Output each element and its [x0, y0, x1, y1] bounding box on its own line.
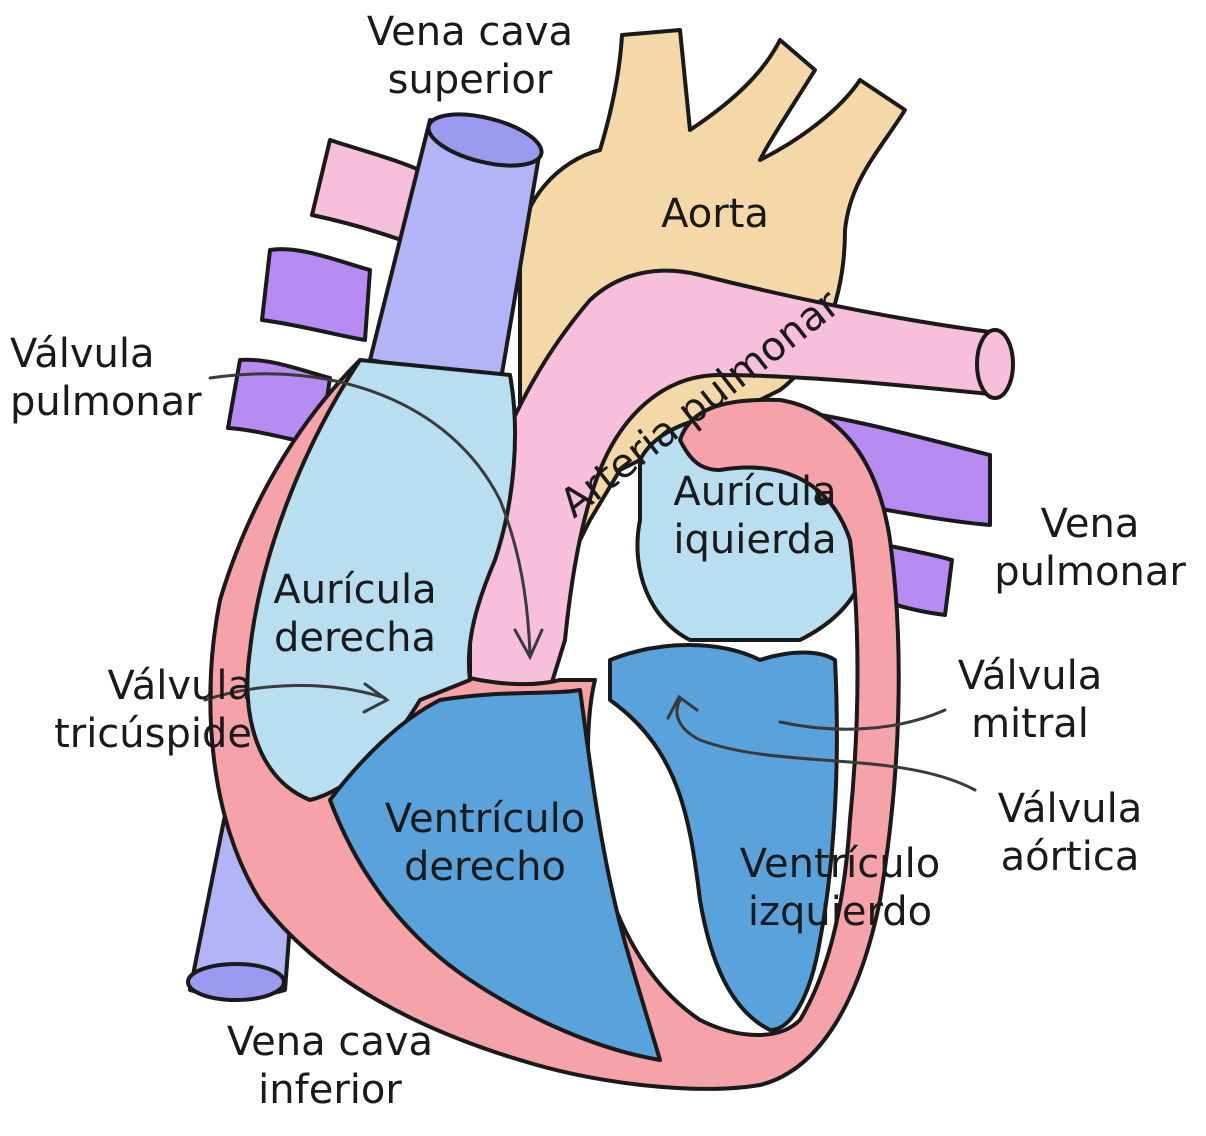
label-line: Vena	[985, 500, 1195, 548]
label-left-ventricle: Ventrículo izquierdo	[720, 840, 960, 936]
pulmonary-artery-end	[977, 330, 1013, 398]
label-line: Ventrículo	[720, 840, 960, 888]
label-tricuspid-valve: Válvula tricúspide	[20, 662, 252, 758]
label-line: Válvula	[10, 330, 220, 378]
label-line: derecha	[255, 614, 455, 662]
label-line: Aurícula	[655, 468, 855, 516]
inferior-vena-cava-opening	[188, 964, 284, 1000]
label-line: mitral	[940, 700, 1120, 748]
label-line: Válvula	[940, 652, 1120, 700]
label-line: pulmonar	[985, 548, 1195, 596]
label-pulmonary-vein: Vena pulmonar	[985, 500, 1195, 596]
label-left-atrium: Aurícula iquierda	[655, 468, 855, 564]
label-pulmonary-valve: Válvula pulmonar	[10, 330, 220, 426]
label-right-atrium: Aurícula derecha	[255, 566, 455, 662]
label-line: Ventrículo	[365, 795, 605, 843]
label-line: Válvula	[975, 785, 1165, 833]
label-line: iquierda	[655, 516, 855, 564]
label-line: derecho	[365, 843, 605, 891]
label-line: tricúspide	[20, 710, 252, 758]
label-line: aórtica	[975, 833, 1165, 881]
label-superior-vena-cava: Vena cava superior	[355, 8, 585, 104]
label-aorta: Aorta	[640, 190, 790, 238]
pulmonary-vein-left-upper	[262, 249, 370, 340]
label-line: Aorta	[640, 190, 790, 238]
label-line: Aurícula	[255, 566, 455, 614]
label-line: Válvula	[20, 662, 252, 710]
label-aortic-valve: Válvula aórtica	[975, 785, 1165, 881]
label-line: Vena cava	[355, 8, 585, 56]
label-line: Vena cava	[210, 1018, 450, 1066]
label-line: inferior	[210, 1066, 450, 1114]
label-right-ventricle: Ventrículo derecho	[365, 795, 605, 891]
label-line: superior	[355, 56, 585, 104]
label-line: izquierdo	[720, 888, 960, 936]
label-line: pulmonar	[10, 378, 220, 426]
label-inferior-vena-cava: Vena cava inferior	[210, 1018, 450, 1114]
label-mitral-valve: Válvula mitral	[940, 652, 1120, 748]
